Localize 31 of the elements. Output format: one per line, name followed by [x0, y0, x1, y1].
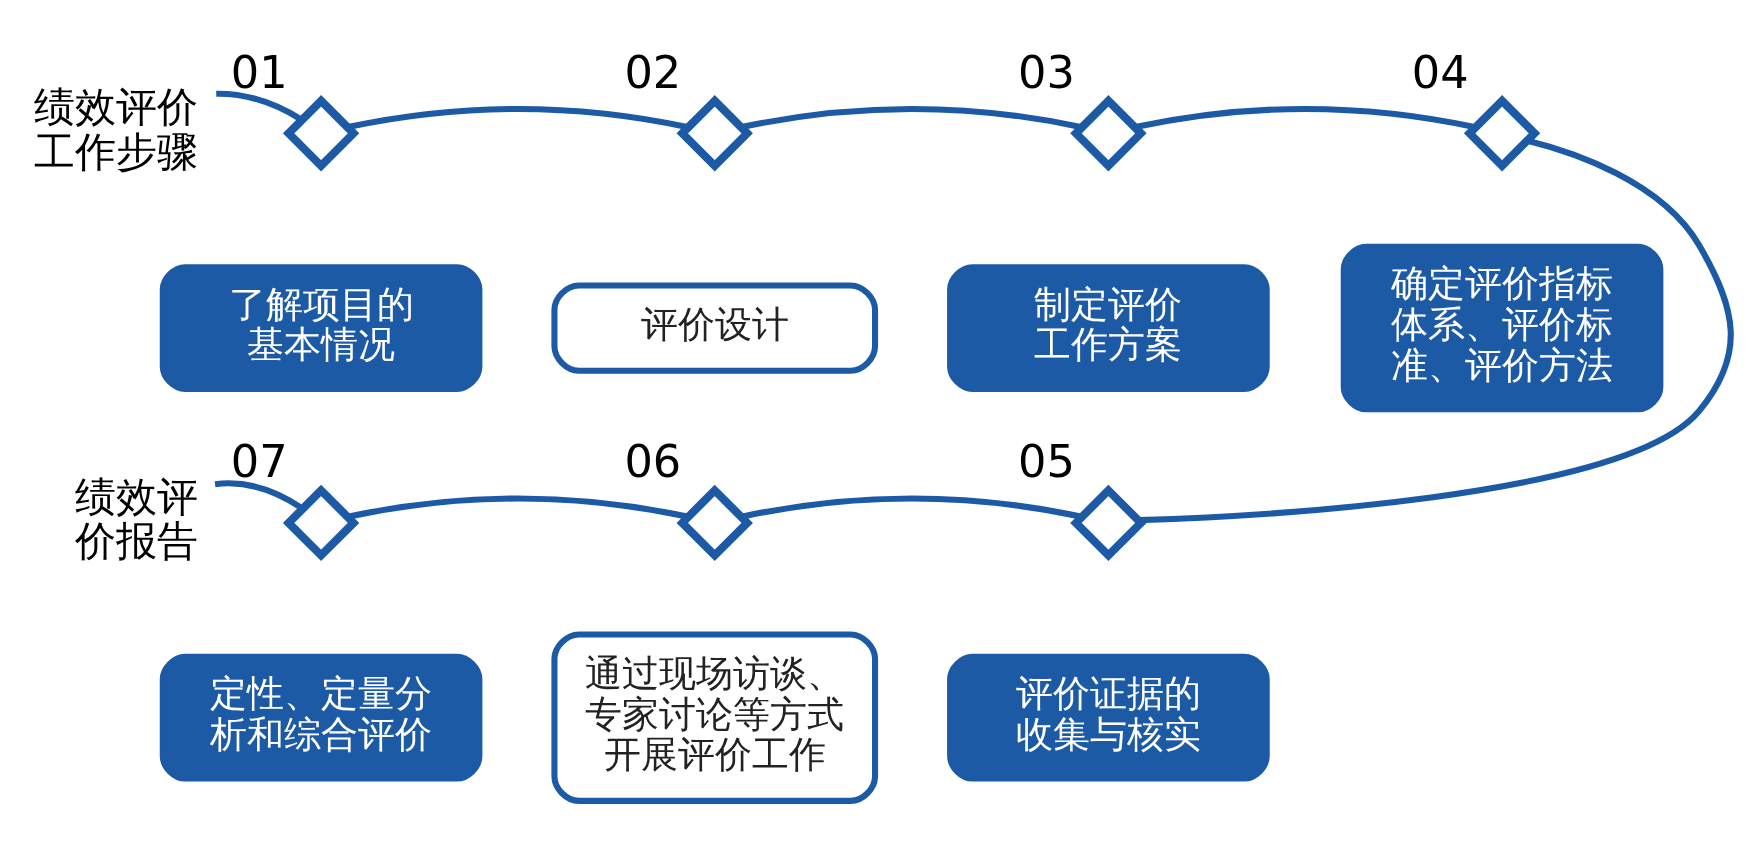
node-label: 05	[1018, 435, 1075, 488]
node-text: 绩效评价报告	[74, 472, 198, 565]
node-label: 01	[230, 46, 288, 99]
connector	[214, 479, 304, 511]
connector	[216, 90, 303, 122]
connector	[741, 105, 1083, 130]
node-label: 04	[1411, 46, 1469, 99]
node-box: 通过现场访谈、专家讨论等方式开展评价工作	[551, 630, 879, 804]
node-box: 评价设计	[551, 281, 879, 374]
connector	[347, 105, 689, 130]
node-box: 定性、定量分析和综合评价	[159, 653, 483, 782]
node-label: 07	[230, 435, 288, 488]
connector	[1138, 137, 1734, 523]
node-diamond	[1463, 94, 1541, 171]
connector	[347, 495, 689, 520]
node-diamond	[282, 484, 360, 561]
node-box: 制定评价工作方案	[947, 263, 1270, 392]
node-box: 评价证据的收集与核实	[947, 653, 1270, 782]
node-box: 了解项目的基本情况	[159, 263, 483, 392]
node-diamond	[676, 94, 753, 171]
node-box: 确定评价指标体系、评价标准、评价方法	[1340, 243, 1664, 412]
node-label: 03	[1018, 46, 1075, 99]
node-text: 绩效评价工作步骤	[34, 82, 199, 176]
node-label: 06	[624, 435, 682, 488]
connector	[741, 495, 1083, 520]
node-label: 02	[624, 46, 682, 99]
node-diamond	[282, 94, 360, 171]
node-diamond	[676, 484, 753, 561]
connector	[1134, 105, 1477, 130]
node-diamond	[1070, 484, 1147, 561]
node-diamond	[1070, 94, 1147, 171]
